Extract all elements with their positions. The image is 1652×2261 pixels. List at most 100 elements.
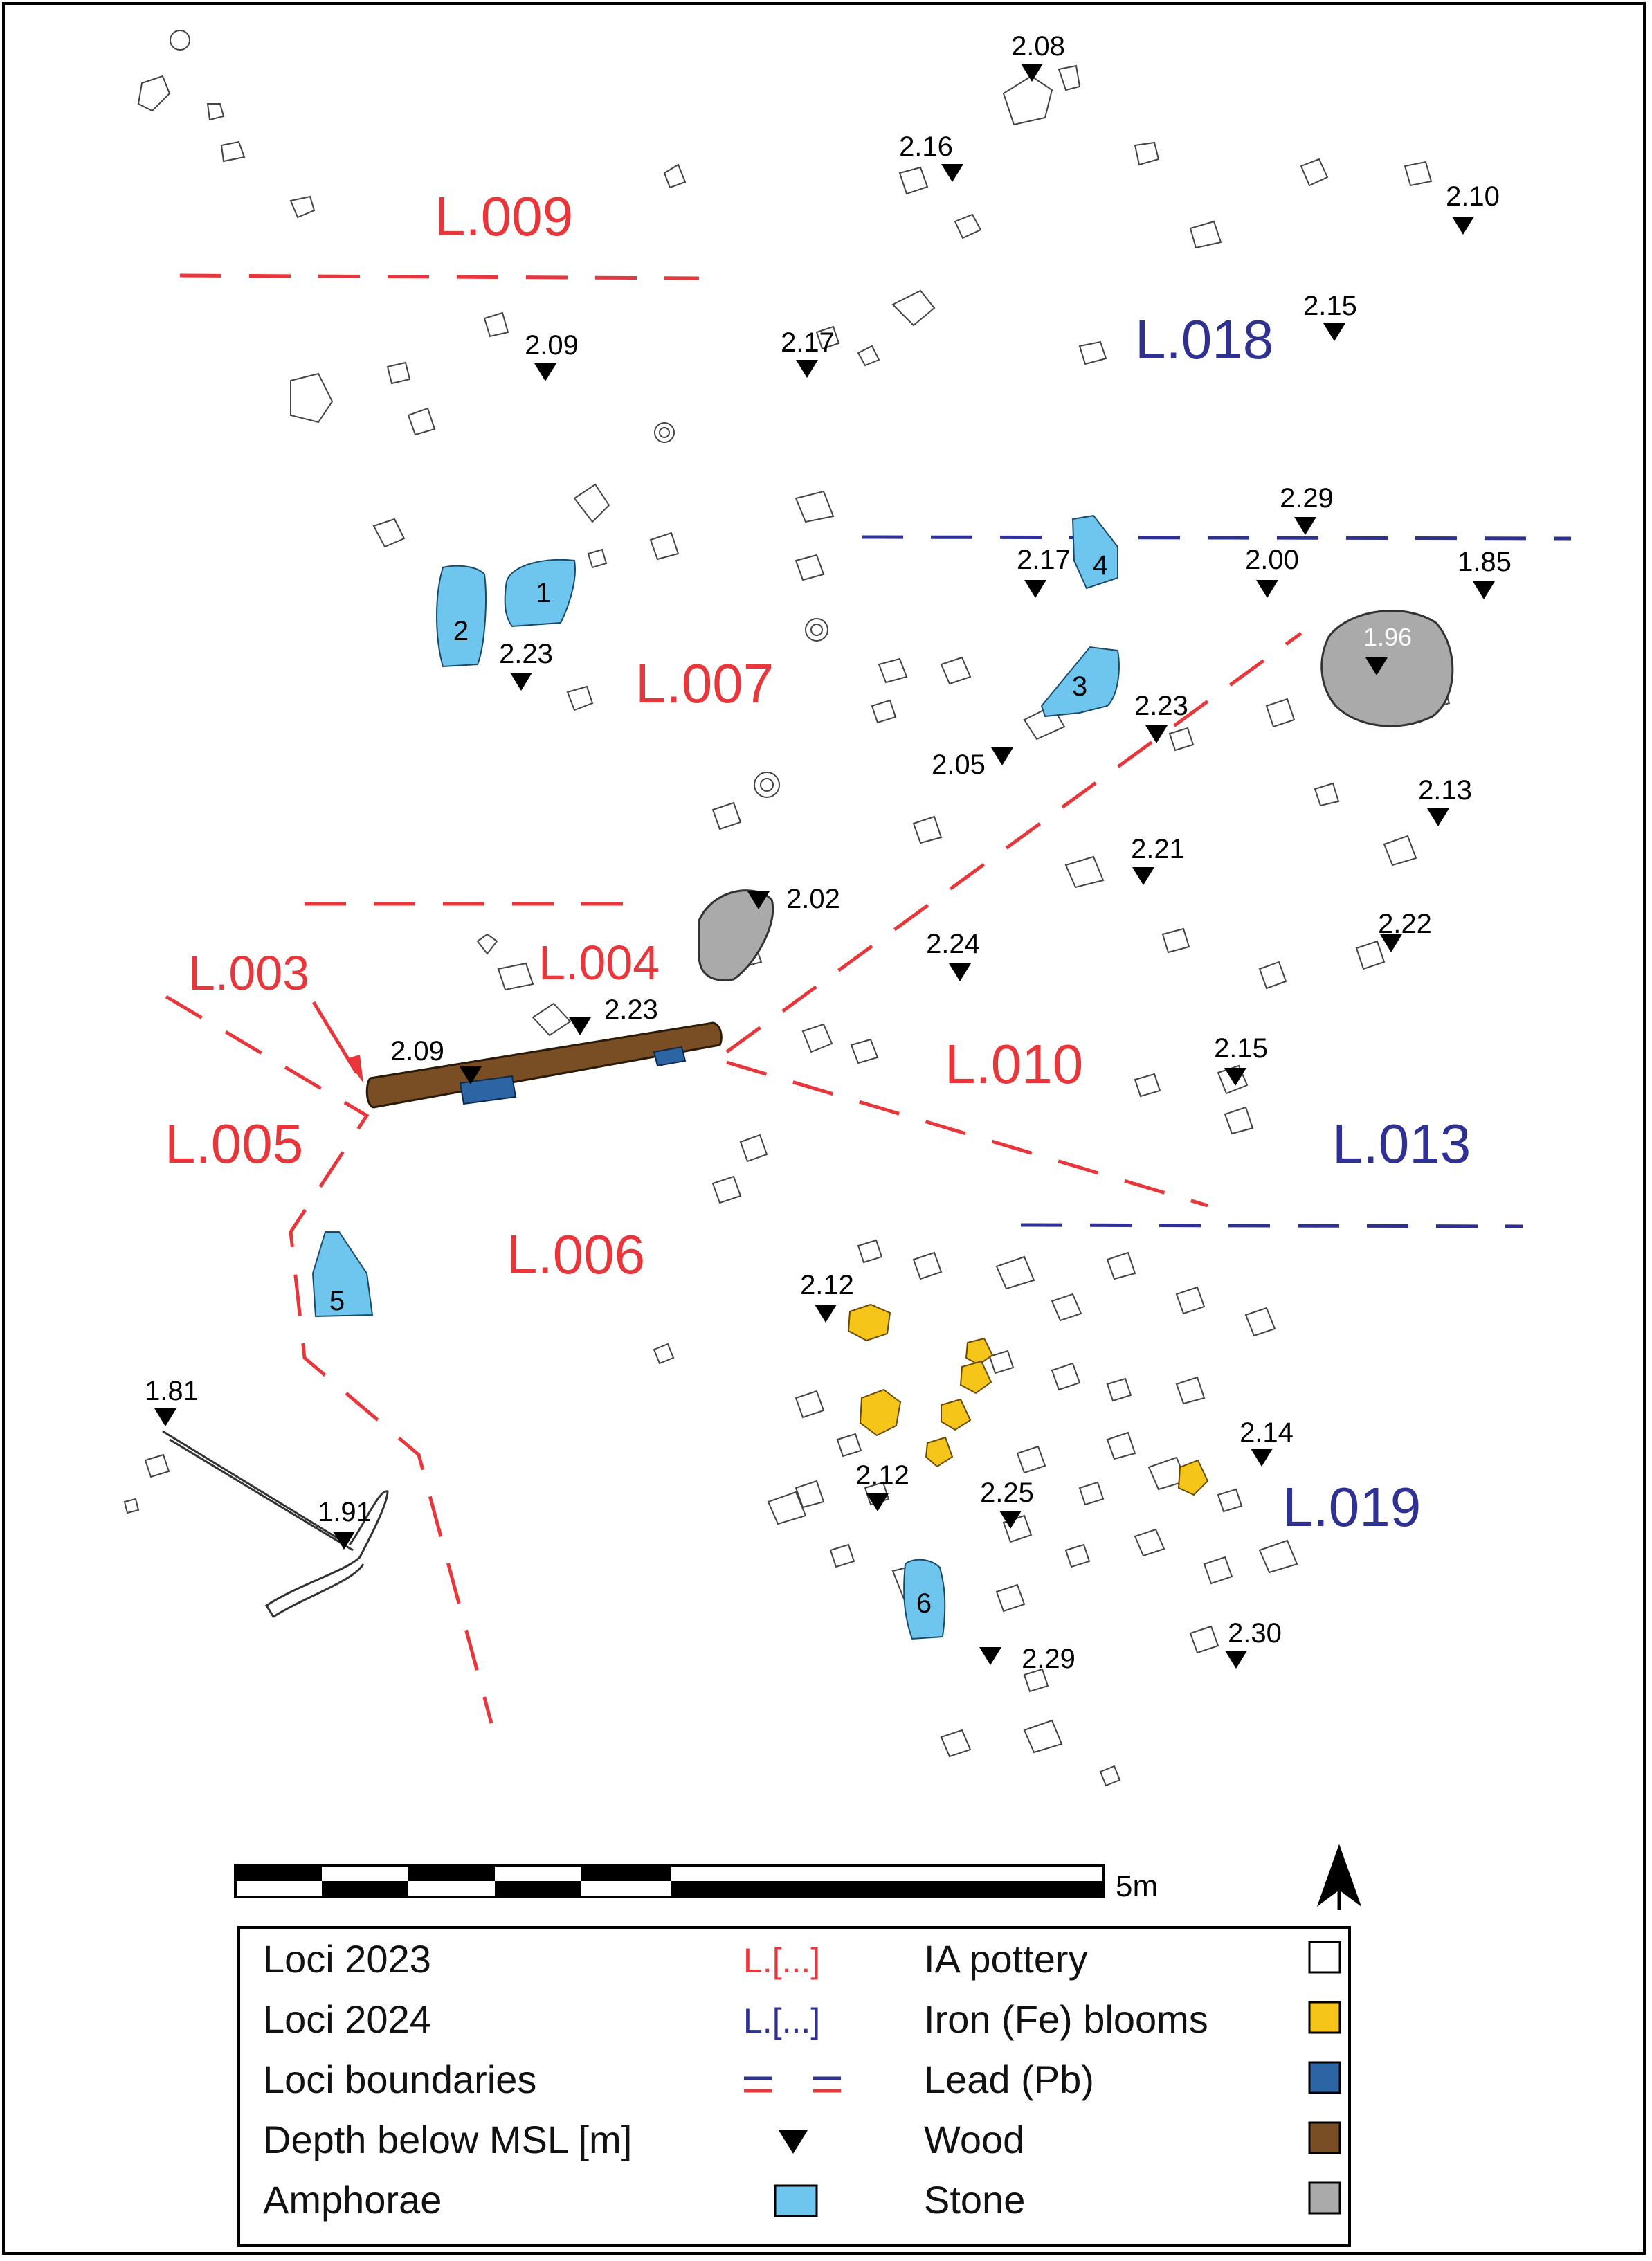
- depth-marker: 2.17: [781, 327, 835, 378]
- amphora-2: [436, 565, 487, 668]
- depth-marker: 2.29: [979, 1644, 1075, 1674]
- triangle-down-icon: [569, 1017, 591, 1035]
- svg-text:2.30: 2.30: [1228, 1618, 1282, 1649]
- depth-marker: 1.96: [1363, 623, 1412, 675]
- svg-text:2.21: 2.21: [1131, 834, 1185, 864]
- depth-marker: 2.09: [390, 1036, 482, 1084]
- depth-marker: 2.17: [1017, 545, 1071, 598]
- iron-bloom: [925, 1436, 954, 1468]
- depth-marker: 2.09: [525, 330, 579, 381]
- legend-wood-label: Wood: [924, 2118, 1024, 2161]
- svg-text:2.10: 2.10: [1446, 181, 1500, 212]
- locus-label: L.009: [435, 185, 573, 247]
- depth-marker: 2.08: [1011, 31, 1065, 82]
- north-arrow-icon: [1316, 1844, 1362, 1910]
- legend-stone-label: Stone: [924, 2178, 1025, 2222]
- iron-blooms: [847, 1303, 1209, 1496]
- triangle-down-icon: [815, 1305, 837, 1323]
- svg-text:2.23: 2.23: [1134, 691, 1188, 721]
- legend-boundaries-label: Loci boundaries: [263, 2058, 536, 2101]
- legend-wood-swatch: [1308, 2121, 1341, 2154]
- lead-strip-2: [653, 1046, 687, 1067]
- triangle-down-icon: [1256, 580, 1278, 598]
- triangle-down-icon: [1251, 1449, 1273, 1467]
- amphora-4-label: 4: [1093, 550, 1108, 581]
- depth-marker: 2.22: [1378, 909, 1432, 952]
- svg-text:2.29: 2.29: [1280, 483, 1334, 514]
- locus-label: L.019: [1282, 1476, 1421, 1538]
- iron-bloom: [965, 1337, 994, 1366]
- locus-label: L.004: [538, 936, 660, 990]
- triangle-down-icon: [1021, 64, 1043, 82]
- amphorae: [311, 514, 1120, 1640]
- svg-text:2.05: 2.05: [932, 750, 986, 780]
- depth-marker: 2.30: [1225, 1618, 1282, 1669]
- anchor-outline: [162, 1430, 389, 1619]
- iron-bloom: [941, 1398, 972, 1431]
- loci-boundaries-2023: [165, 273, 1302, 1724]
- legend-amphorae-swatch: [774, 2184, 818, 2217]
- arrow-head-icon: [346, 1055, 363, 1083]
- triangle-down-icon: [991, 747, 1013, 765]
- stone-large: [1320, 610, 1454, 727]
- iron-bloom: [959, 1360, 992, 1395]
- svg-text:2.12: 2.12: [855, 1460, 909, 1491]
- iron-bloom: [1177, 1459, 1209, 1496]
- legend-pottery-label: IA pottery: [924, 1937, 1088, 1981]
- svg-text:2.14: 2.14: [1240, 1417, 1294, 1448]
- legend-stone-swatch: [1308, 2181, 1341, 2215]
- triangle-down-icon: [1024, 580, 1046, 598]
- iron-bloom: [847, 1303, 891, 1342]
- depth-marker: 2.13: [1418, 775, 1472, 826]
- triangle-down-icon: [1294, 517, 1316, 535]
- svg-text:1.81: 1.81: [145, 1376, 199, 1406]
- legend: Loci 2023 Loci 2024 Loci boundaries Dept…: [237, 1926, 1351, 2247]
- loci-boundaries-2024: [861, 535, 1572, 1228]
- triangle-down-icon: [866, 1493, 889, 1511]
- legend-iron-label: Iron (Fe) blooms: [924, 1997, 1208, 2041]
- triangle-down-icon: [1145, 725, 1168, 743]
- triangle-down-icon: [1473, 581, 1495, 599]
- triangle-down-icon: [999, 1511, 1022, 1529]
- depth-marker: 2.14: [1240, 1417, 1294, 1467]
- triangle-down-icon: [333, 1532, 355, 1550]
- amphora-1: [504, 559, 576, 628]
- legend-lead-swatch: [1308, 2061, 1341, 2094]
- triangle-down-icon: [1225, 1651, 1247, 1669]
- legend-depth-triangle-icon: [779, 2130, 808, 2154]
- depth-marker: 1.85: [1458, 547, 1512, 599]
- legend-iron-swatch: [1308, 2001, 1341, 2034]
- svg-text:1.96: 1.96: [1363, 623, 1412, 651]
- legend-pottery-swatch: [1308, 1941, 1341, 1974]
- depth-marker: 1.91: [318, 1497, 372, 1550]
- amphora-3: [1040, 646, 1120, 718]
- iron-bloom: [859, 1388, 902, 1437]
- locus-label: L.018: [1135, 309, 1273, 370]
- depth-marker: 2.23: [569, 995, 658, 1035]
- legend-lead-label: Lead (Pb): [924, 2058, 1094, 2101]
- svg-text:2.23: 2.23: [499, 639, 553, 669]
- triangle-down-icon: [747, 891, 770, 909]
- locus-label: L.005: [165, 1113, 303, 1174]
- svg-text:2.25: 2.25: [980, 1478, 1034, 1508]
- triangle-down-icon: [1380, 934, 1402, 952]
- depth-marker: 2.10: [1446, 181, 1500, 235]
- wood-beam: [365, 1021, 723, 1109]
- amphora-5: [311, 1231, 374, 1318]
- depth-marker: 2.00: [1245, 545, 1299, 598]
- locus-label: L.010: [945, 1033, 1083, 1095]
- stone-small: [698, 889, 774, 981]
- triangle-down-icon: [1224, 1068, 1246, 1086]
- amphora-6: [903, 1559, 946, 1640]
- locus-labels-2023: L.009 L.007 L.004 L.003 L.005 L.006 L.01…: [165, 185, 1083, 1285]
- svg-text:2.22: 2.22: [1378, 909, 1432, 939]
- depth-marker: 1.81: [145, 1376, 199, 1426]
- amphora-6-label: 6: [916, 1588, 932, 1619]
- triangle-down-icon: [1132, 867, 1154, 885]
- triangle-down-icon: [979, 1647, 1001, 1665]
- locus-label: L.003: [188, 946, 309, 1000]
- svg-text:1.91: 1.91: [318, 1497, 372, 1527]
- depth-marker: 2.21: [1131, 834, 1185, 885]
- scale-label: 5m: [1116, 1869, 1158, 1903]
